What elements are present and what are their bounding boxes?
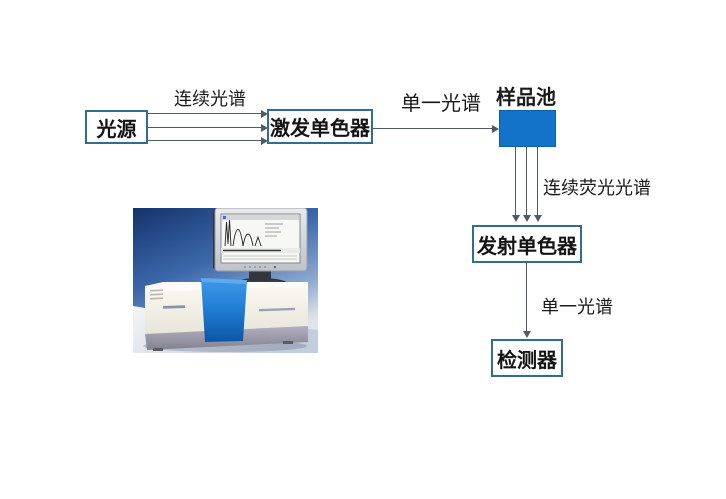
label-sample-cell: 样品池 [496,87,556,109]
instrument-lid [201,278,247,342]
instrument-vents [150,289,164,300]
spectrometer-photo [133,207,318,353]
screen-spectra [224,219,262,247]
instrument-brand-strip [259,307,296,312]
instrument-label-strip [163,305,186,309]
label-continuous-spectrum: 连续光谱 [174,89,246,109]
flow-box-detector: 检测器 [491,339,563,377]
screen-text-lines [265,223,283,237]
monitor-buttons [244,265,277,269]
flow-box-light-source: 光源 [85,110,148,144]
monitor-screen [220,213,301,264]
flow-box-excitation-monochromator: 激发单色器 [267,109,373,144]
label-single-spectrum-bottom: 单一光谱 [541,297,613,317]
label-continuous-fluorescence-spectrum: 连续荧光光谱 [543,178,651,198]
spectrometer-photo-art [133,207,318,353]
flow-box-sample-cell [499,110,556,147]
flow-box-emission-monochromator: 发射单色器 [472,225,582,263]
label-single-spectrum-top: 单一光谱 [401,93,481,115]
screen-lower-lines [223,255,297,260]
